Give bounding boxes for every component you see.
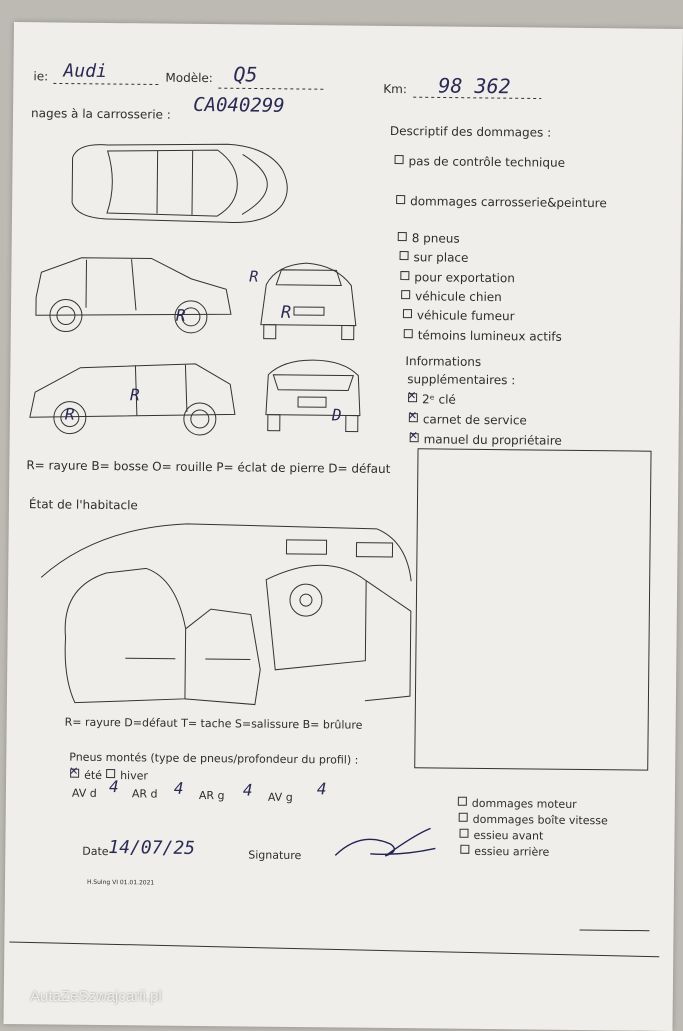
description-item[interactable]: véhicule fumeur [403, 308, 515, 323]
checkbox-icon [398, 232, 407, 241]
checkbox-icon [400, 251, 409, 260]
car-front-drawing [256, 255, 367, 346]
info-item-service-book[interactable]: carnet de service [409, 412, 527, 427]
damage-mark-3: R [281, 303, 291, 323]
tires-title: Pneus montés (type de pneus/profondeur d… [69, 751, 358, 767]
checkbox-checked-icon [409, 413, 418, 422]
plate-number: CA040299 [193, 94, 285, 117]
description-item[interactable]: véhicule chien [401, 289, 502, 304]
signature-label: Signature [248, 848, 301, 862]
damage-mark-6: D [332, 405, 342, 424]
checkbox-icon [400, 271, 409, 280]
signature-drawing [330, 825, 440, 866]
checkbox-icon [403, 309, 412, 318]
tire-ar-g-value: 4 [243, 780, 253, 799]
tire-ar-d-value: 4 [174, 779, 184, 798]
km-underline [413, 96, 543, 101]
tire-ar-d-label: AR d [132, 787, 158, 800]
damage-mark-2: R [249, 267, 258, 285]
checkbox-icon [395, 155, 404, 164]
brand-label: ie: [33, 69, 48, 83]
checkbox-icon [459, 829, 468, 838]
check-gearbox-damage[interactable]: dommages boîte vitesse [459, 813, 608, 828]
checkbox-icon [459, 813, 468, 822]
model-underline [218, 87, 328, 92]
model-label: Modèle: [165, 71, 213, 85]
interior-drawing [35, 517, 417, 721]
checkbox-checked-icon [408, 393, 417, 402]
interior-legend: R= rayure D=défaut T= tache S=salissure … [65, 716, 363, 732]
bottom-rule [9, 922, 669, 959]
brand-value: Audi [63, 61, 107, 82]
damage-mark-1: R [176, 306, 186, 325]
model-value: Q5 [233, 62, 257, 86]
description-item[interactable]: sur place [399, 250, 468, 265]
form-small-print: H.Sulng VI 01.01.2021 [87, 879, 154, 887]
description-item[interactable]: pour exportation [400, 270, 515, 285]
car-top-view-drawing [67, 133, 298, 235]
description-item[interactable]: 8 pneus [398, 231, 460, 246]
checkbox-checked-icon [70, 769, 79, 778]
tire-av-g-value: 4 [317, 779, 327, 798]
car-rear-drawing [258, 355, 369, 446]
damage-mark-5: R [130, 385, 140, 404]
tire-av-d-label: AV d [72, 787, 97, 800]
damage-legend: R= rayure B= bosse O= rouille P= éclat d… [26, 458, 390, 476]
km-label: Km: [383, 82, 407, 96]
notes-box [414, 448, 651, 770]
km-value: 98 362 [438, 73, 510, 98]
site-watermark: AutaZeSzwajcarii.pl [30, 988, 162, 1005]
description-item[interactable]: témoins lumineux actifs [404, 328, 562, 344]
info-title-line2: supplémentaires : [407, 372, 515, 387]
description-item[interactable]: pas de contrôle technique [394, 154, 565, 170]
car-left-side-drawing [31, 247, 242, 339]
checkbox-icon [396, 195, 405, 204]
check-engine-damage[interactable]: dommages moteur [458, 797, 577, 811]
date-value: 14/07/25 [108, 837, 195, 859]
description-title: Descriptif des dommages : [390, 124, 551, 140]
checkbox-checked-icon [410, 433, 419, 442]
check-rear-axle[interactable]: essieu arrière [460, 845, 549, 859]
interior-title: État de l'habitacle [29, 497, 138, 512]
info-item-owner-manual[interactable]: manuel du propriétaire [410, 432, 562, 448]
tire-av-g-label: AV g [268, 791, 293, 804]
checkbox-icon [458, 797, 467, 806]
checkbox-icon [460, 845, 469, 854]
damage-mark-4: R [65, 405, 75, 424]
brand-underline [53, 82, 163, 87]
check-front-axle[interactable]: essieu avant [459, 829, 543, 843]
checkbox-icon [401, 290, 410, 299]
description-item[interactable]: dommages carrosserie&peinture [396, 194, 607, 210]
tire-summer-option[interactable]: été [70, 769, 102, 782]
description-list: pas de contrôle technique dommages carro… [14, 22, 683, 29]
info-title-line1: Informations [405, 354, 481, 369]
inspection-sheet: ie: Audi Modèle: Q5 Km: 98 362 nages à l… [4, 22, 683, 1031]
tire-av-d-value: 4 [109, 777, 119, 796]
checkbox-icon [404, 329, 413, 338]
info-item-second-key[interactable]: 2ᵉ clé [408, 392, 456, 406]
date-label: Date [82, 845, 108, 858]
tire-ar-g-label: AR g [199, 789, 225, 802]
damage-section-title: nages à la carrosserie : [31, 106, 171, 121]
